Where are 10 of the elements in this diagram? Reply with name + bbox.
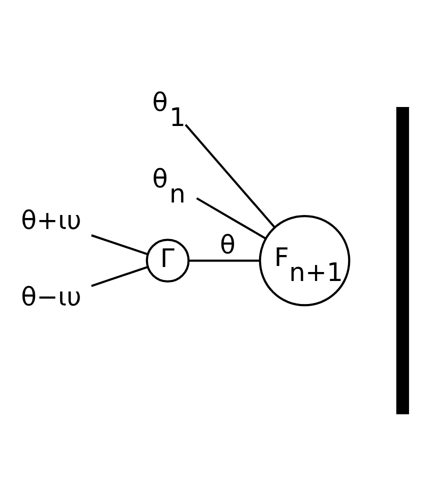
connector bbox=[184, 124, 276, 228]
connector bbox=[91, 234, 148, 256]
node-text: θ−ιυ bbox=[21, 282, 82, 313]
connector bbox=[91, 266, 148, 287]
connector bbox=[188, 260, 260, 262]
edge-label: θ bbox=[220, 230, 236, 260]
node-bar bbox=[396, 106, 410, 414]
connector bbox=[196, 197, 266, 240]
node-circle: Γ bbox=[146, 238, 190, 283]
node-text: θ+ιυ bbox=[21, 206, 82, 236]
